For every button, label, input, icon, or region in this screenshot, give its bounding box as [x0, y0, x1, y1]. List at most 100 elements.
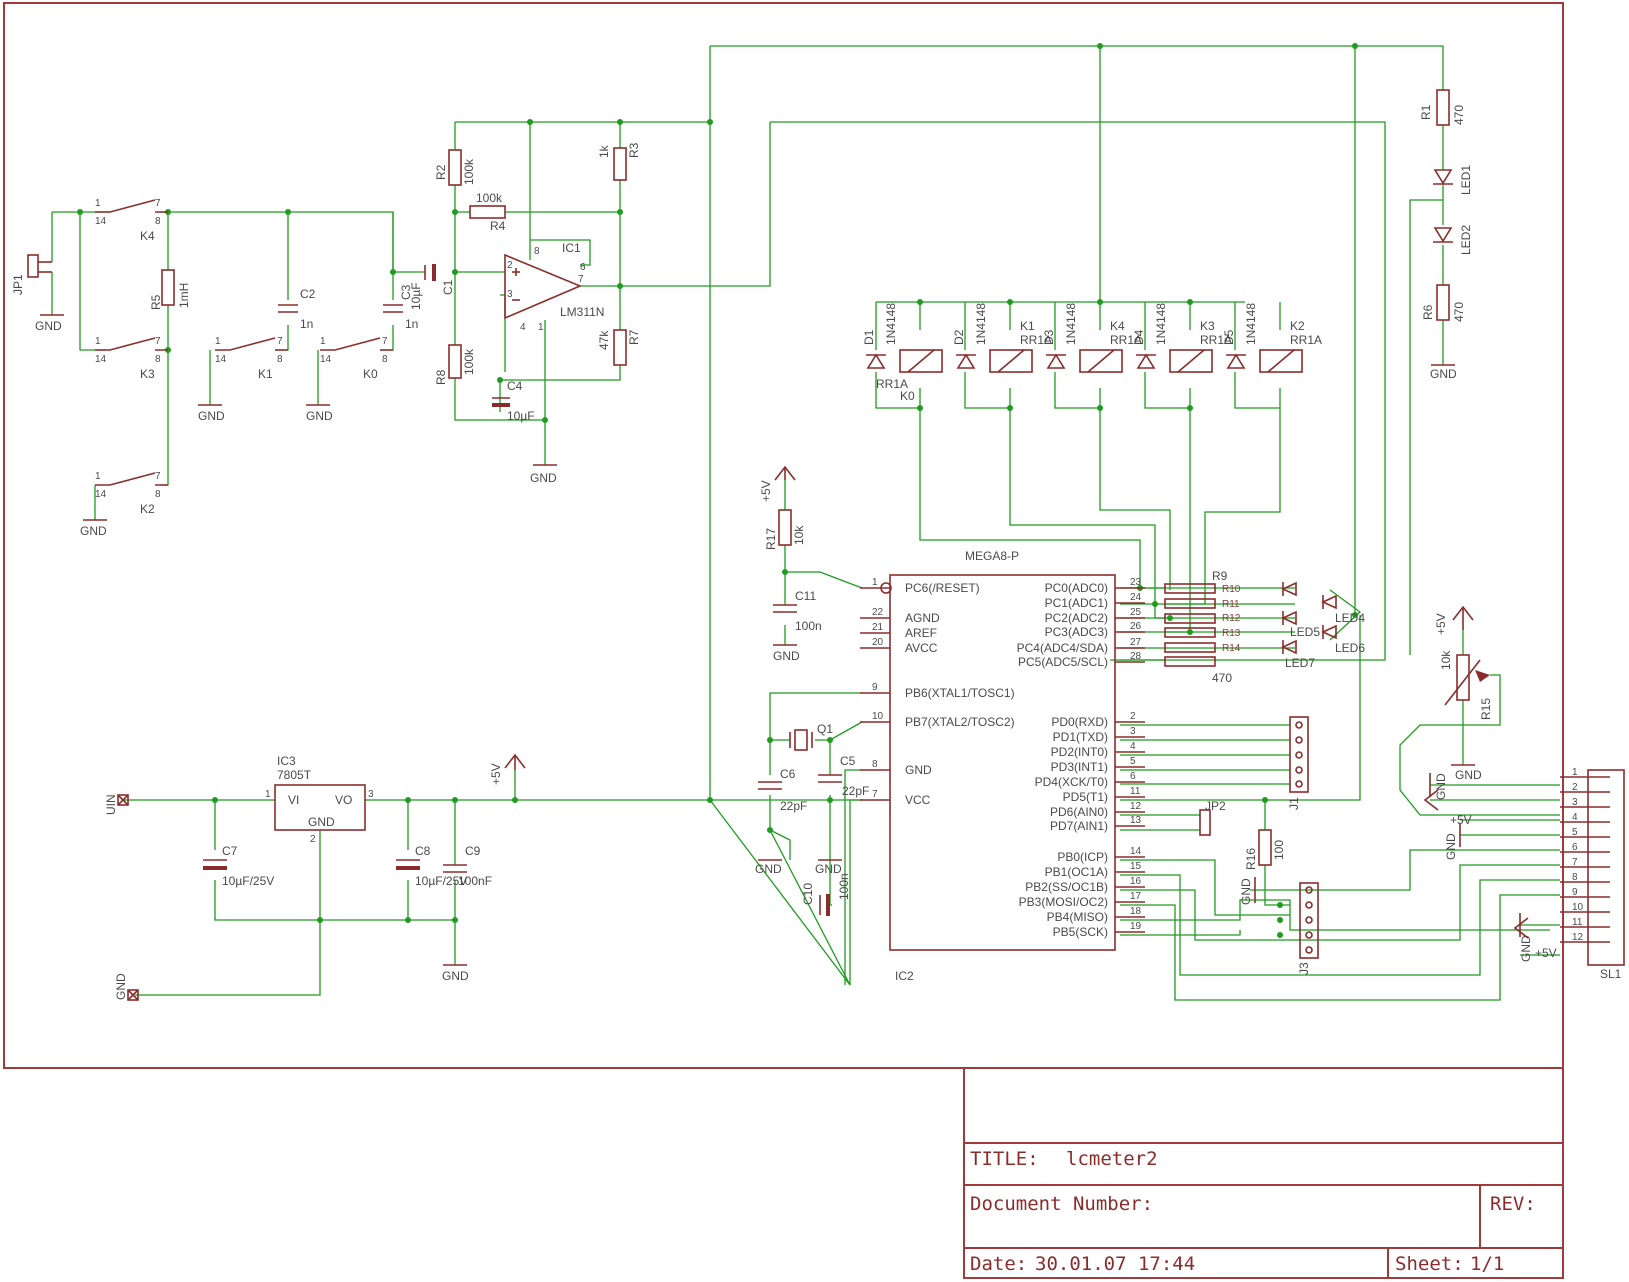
ic3-pin-vi: VI: [288, 793, 299, 807]
r8-value: 100k: [462, 348, 476, 375]
svg-text:2: 2: [507, 260, 513, 271]
mcu-pin-num-23: 23: [1130, 577, 1142, 588]
d1-value: 1N4148: [884, 303, 898, 345]
wires: [51, 45, 1560, 1001]
svg-text:1: 1: [95, 471, 101, 482]
c4-value: 10µF: [507, 409, 535, 423]
c8-ref: C8: [415, 844, 431, 858]
svg-text:14: 14: [215, 354, 227, 365]
gnd-symbol-led: GND: [1430, 367, 1457, 381]
mcu-pin-name-4: PD2(INT0): [1051, 745, 1108, 759]
mcu-pin-num-25: 25: [1130, 607, 1142, 618]
mcu-pin-num-1: 1: [872, 577, 878, 588]
mcu-pin-name-5: PD3(INT1): [1051, 760, 1108, 774]
mcu-pin-name-2: PD0(RXD): [1051, 715, 1108, 729]
svg-text:3: 3: [507, 289, 513, 300]
svg-text:2: 2: [310, 834, 316, 845]
r2-ref: R2: [434, 164, 448, 180]
r6-value: 470: [1452, 302, 1466, 322]
c2-value: 1n: [300, 317, 313, 331]
mcu-pin-num-24: 24: [1130, 592, 1142, 603]
svg-text:8: 8: [382, 354, 388, 365]
k0-contact-label: K0: [363, 367, 378, 381]
mcu-pin-name-28: PC5(ADC5/SCL): [1018, 655, 1108, 669]
svg-text:1: 1: [95, 198, 101, 209]
r3-ref: R3: [627, 142, 641, 158]
r2-value: 100k: [462, 158, 476, 185]
gnd-symbol-c5: GND: [815, 862, 842, 876]
d4-ref: D4: [1132, 329, 1146, 345]
led4-ref: LED4: [1335, 611, 1365, 625]
mcu-pin-name-7: VCC: [905, 793, 931, 807]
r4-value: 100k: [476, 191, 503, 205]
ic1-ref: IC1: [562, 241, 581, 255]
vcc-symbol-r17: +5V: [759, 480, 773, 502]
gnd-terminal-label: GND: [114, 973, 128, 1000]
r6-ref: R6: [1421, 304, 1435, 320]
svg-text:14: 14: [320, 354, 332, 365]
c1-ref: C1: [441, 279, 455, 295]
mcu-pin-num-17: 17: [1130, 891, 1142, 902]
r1-value: 470: [1452, 105, 1466, 125]
r9-value: 470: [1212, 671, 1232, 685]
gnd-symbol-ic1: GND: [530, 471, 557, 485]
gnd-symbol-k2: GND: [80, 524, 107, 538]
led6-ref: LED6: [1335, 641, 1365, 655]
mcu-pin-num-18: 18: [1130, 906, 1142, 917]
resistors: R1 470 R2 100k 1k R3 100k R4 R5 1mH R6 4…: [149, 89, 1493, 870]
mcu-pin-name-24: PC1(ADC1): [1045, 596, 1108, 610]
sl1-pin-1: 1: [1572, 767, 1578, 778]
sl1-pin-2: 2: [1572, 782, 1578, 793]
junctions: [77, 43, 1358, 938]
svg-text:7: 7: [155, 198, 161, 209]
r5-value: 1mH: [177, 283, 191, 308]
mcu-pin-num-8: 8: [872, 759, 878, 770]
svg-text:8: 8: [155, 216, 161, 227]
r15-value: 10k: [1439, 650, 1453, 670]
k2-type: RR1A: [1290, 333, 1322, 347]
c6-value: 22pF: [780, 799, 807, 813]
power-symbols: GND GND GND GND GND GND GND GND GND GND …: [35, 314, 1557, 983]
d5-ref: D5: [1222, 329, 1236, 345]
r3-value: 1k: [597, 144, 611, 158]
svg-text:7: 7: [155, 336, 161, 347]
k2-coil-label: K2: [1290, 319, 1305, 333]
r13-ref: R13: [1222, 628, 1241, 639]
mcu-pin-num-10: 10: [872, 711, 884, 722]
led1-ref: LED1: [1459, 165, 1473, 195]
c6-ref: C6: [780, 767, 796, 781]
r12-ref: R12: [1222, 613, 1241, 624]
svg-text:7: 7: [155, 471, 161, 482]
mcu-pin-name-27: PC4(ADC4/SDA): [1017, 641, 1108, 655]
r10-ref: R10: [1222, 584, 1241, 595]
sl1-pin-5: 5: [1572, 827, 1578, 838]
leds: LED1 LED2 LED4 LED5 LED6 LED7: [1281, 165, 1473, 670]
k4-type: RR1A: [1110, 333, 1142, 347]
svg-text:14: 14: [95, 216, 107, 227]
mcu-pin-num-11: 11: [1130, 786, 1141, 797]
mcu-pin-num-21: 21: [872, 622, 884, 633]
c7-ref: C7: [222, 844, 238, 858]
mcu-pin-name-3: PD1(TXD): [1053, 730, 1108, 744]
d2-value: 1N4148: [974, 303, 988, 345]
mcu-pin-name-10: PB7(XTAL2/TOSC2): [905, 715, 1015, 729]
d3-ref: D3: [1042, 329, 1056, 345]
date-label: Date:: [970, 1253, 1027, 1275]
r8-ref: R8: [434, 369, 448, 385]
k3-type: RR1A: [1200, 333, 1232, 347]
relay-contacts: 114 78 K4 114 78 K3 114 78 K2 114 78 K1 …: [95, 198, 393, 516]
gnd-symbol-reg: GND: [442, 969, 469, 983]
d1-ref: D1: [862, 329, 876, 345]
svg-text:7: 7: [578, 274, 584, 285]
document-number-label: Document Number:: [970, 1193, 1153, 1215]
sheet-label: Sheet:: [1395, 1253, 1464, 1275]
ic3-value: 7805T: [277, 768, 312, 782]
mcu-pin-name-13: PD7(AIN1): [1050, 819, 1108, 833]
mcu-pin-name-21: AREF: [905, 626, 937, 640]
r1-ref: R1: [1419, 104, 1433, 120]
mcu-pin-num-12: 12: [1130, 801, 1142, 812]
gnd-symbol-pot: GND: [1455, 768, 1482, 782]
title-value: lcmeter2: [1066, 1148, 1158, 1170]
title-block: TITLE: lcmeter2 Document Number: REV: Da…: [970, 1148, 1536, 1275]
mcu-pin-num-13: 13: [1130, 815, 1142, 826]
